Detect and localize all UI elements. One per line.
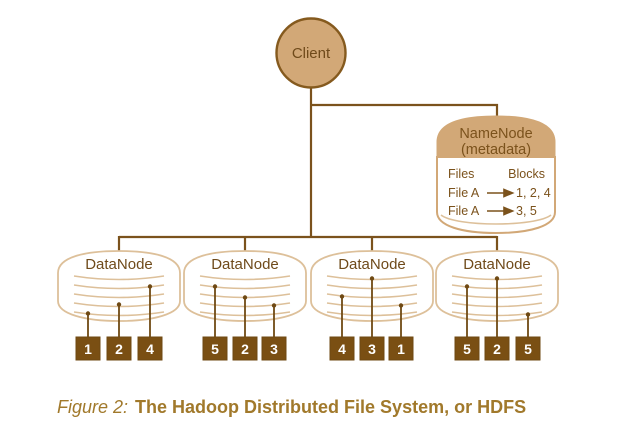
caption-prefix: Figure 2:	[57, 397, 128, 417]
block-number: 3	[270, 341, 278, 357]
pin-dot	[525, 312, 531, 317]
pin-dot	[464, 284, 470, 289]
block-number: 4	[338, 341, 346, 357]
block-number: 3	[368, 341, 376, 357]
block-badge	[106, 336, 132, 361]
datanode-3: DataNode 4 3 1	[310, 250, 434, 361]
namenode: NameNode (metadata) Files Blocks File A …	[436, 115, 556, 235]
block-badge	[329, 336, 355, 361]
long-right-arrow-icon	[487, 188, 515, 198]
datanode-label: DataNode	[85, 256, 153, 273]
datanode-1: DataNode 1 2 4	[57, 250, 181, 361]
client-circle	[275, 17, 347, 89]
pin-dot	[369, 276, 375, 281]
block-badge	[75, 336, 101, 361]
pin-dot	[398, 303, 404, 308]
namenode-header	[436, 115, 556, 158]
block-badge	[454, 336, 480, 361]
block-badge	[261, 336, 287, 361]
pin-dot	[116, 302, 122, 307]
datanode-label: DataNode	[338, 256, 406, 273]
mapping-2-file: File A	[448, 204, 480, 218]
block-badge	[484, 336, 510, 361]
mapping-1-blocks: 1, 2, 4	[516, 186, 551, 200]
pin-dot	[147, 284, 153, 289]
datanode-label: DataNode	[463, 256, 531, 273]
pin-dot	[212, 284, 218, 289]
block-badge	[232, 336, 258, 361]
connector-lines	[117, 87, 499, 253]
client-node: Client	[275, 17, 347, 89]
datanode-2: DataNode 5 2 3	[183, 250, 307, 361]
mapping-2-blocks: 3, 5	[516, 204, 537, 218]
block-number: 2	[241, 341, 249, 357]
client-label: Client	[292, 45, 331, 62]
block-number: 5	[211, 341, 219, 357]
block-number: 4	[146, 341, 154, 357]
namenode-subtitle: (metadata)	[461, 142, 531, 158]
client-to-namenode-line	[310, 103, 499, 119]
block-number: 2	[493, 341, 501, 357]
block-badge	[388, 336, 414, 361]
blocks-column-header: Blocks	[508, 167, 545, 181]
datanode-label: DataNode	[211, 256, 279, 273]
block-badge	[515, 336, 541, 361]
pin-dot	[242, 295, 248, 300]
block-badge	[137, 336, 163, 361]
block-number: 5	[524, 341, 532, 357]
block-number: 1	[397, 341, 405, 357]
block-number: 1	[84, 341, 92, 357]
pin-dot	[494, 276, 500, 281]
block-number: 2	[115, 341, 123, 357]
files-column-header: Files	[448, 167, 474, 181]
pin-dot	[271, 303, 277, 308]
caption-text: The Hadoop Distributed File System, or H…	[135, 397, 526, 417]
namenode-body	[436, 156, 556, 235]
mapping-1-file: File A	[448, 186, 480, 200]
pin-dot	[85, 311, 91, 316]
datanode-4: DataNode 5 2 5	[435, 250, 559, 361]
block-badge	[359, 336, 385, 361]
namenode-title: NameNode	[459, 126, 532, 142]
figure-caption: Figure 2: The Hadoop Distributed File Sys…	[57, 397, 526, 417]
namenode-bottom-arc	[440, 214, 552, 225]
pin-dot	[339, 294, 345, 299]
long-right-arrow-icon	[487, 206, 515, 216]
block-badge	[202, 336, 228, 361]
block-number: 5	[463, 341, 471, 357]
